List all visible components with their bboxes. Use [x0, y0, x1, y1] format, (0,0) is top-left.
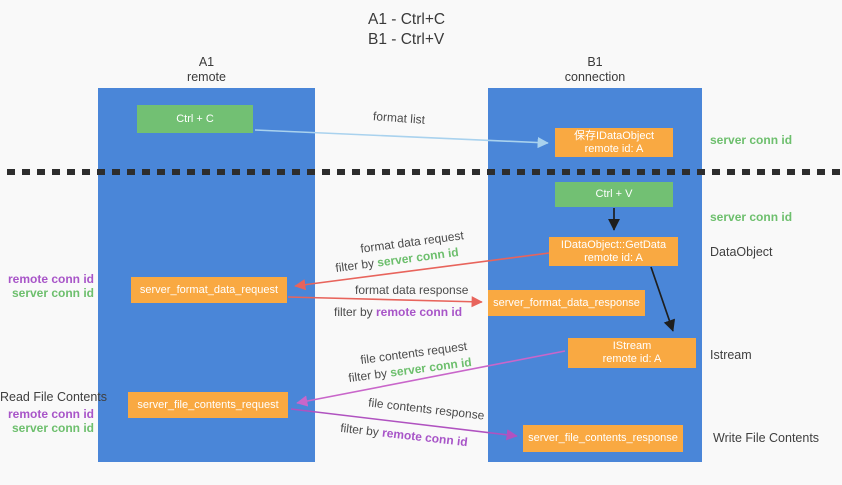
node-istream-line2: remote id: A: [602, 353, 662, 365]
arrow-format-data-request: [294, 252, 550, 291]
title-line-b1: B1 - Ctrl+V: [368, 31, 445, 48]
edge-label-format-data-response: format data response: [355, 283, 469, 297]
node-save-idataobject-line1: 保存IDataObject: [573, 129, 655, 142]
session-divider: [7, 169, 840, 175]
lane-a1-name: A1: [198, 55, 215, 69]
lane-b1-name: B1: [587, 55, 603, 69]
node-getdata-line1: IDataObject::GetData: [560, 238, 667, 251]
server-conn-id-label: server conn id: [11, 421, 94, 435]
node-server-file-contents-request: server_file_contents_request: [128, 392, 288, 418]
server-conn-id-label: server conn id: [11, 286, 94, 300]
node-server-file-contents-response-label: server_file_contents_response: [528, 432, 678, 444]
remote-conn-id-label: remote conn id: [7, 407, 94, 421]
server-conn-id-label: server conn id: [710, 133, 793, 147]
arrow-getdata-to-istream: [650, 266, 676, 332]
read-file-contents-label: Read File Contents: [0, 390, 108, 404]
write-file-contents-label: Write File Contents: [713, 431, 820, 445]
node-save-idataobject: 保存IDataObject remote id: A: [555, 128, 673, 157]
lane-a1-subtitle: remote: [187, 70, 226, 84]
node-ctrl-c-label: Ctrl + C: [176, 112, 214, 125]
filter-key-remote-conn-id: remote conn id: [376, 305, 463, 319]
arrow-file-contents-response: [290, 408, 518, 441]
node-istream-line1: IStream: [612, 340, 652, 352]
lane-header-a1: A1 remote: [98, 55, 315, 85]
node-getdata-line2: remote id: A: [584, 251, 643, 264]
node-ctrl-v-label: Ctrl + V: [595, 188, 633, 200]
title-line-a1: A1 - Ctrl+C: [368, 11, 446, 28]
filter-prefix: filter by: [334, 305, 377, 319]
node-idataobject-getdata: IDataObject::GetData remote id: A: [549, 237, 678, 266]
server-conn-id-label: server conn id: [710, 210, 793, 224]
node-server-file-contents-request-label: server_file_contents_request: [137, 398, 279, 411]
node-ctrl-c: Ctrl + C: [137, 105, 253, 133]
diagram-title: A1 - Ctrl+C B1 - Ctrl+V: [368, 10, 445, 50]
lane-header-b1: B1 connection: [488, 55, 702, 85]
lane-b1-subtitle: connection: [564, 70, 626, 84]
node-server-file-contents-response: server_file_contents_response: [523, 425, 683, 452]
node-save-idataobject-line2: remote id: A: [584, 142, 644, 155]
node-ctrl-v: Ctrl + V: [555, 182, 673, 207]
arrow-file-contents-request: [296, 350, 566, 407]
node-server-format-data-request-label: server_format_data_request: [139, 283, 279, 296]
arrow-format-data-response: [287, 296, 483, 308]
left-labels-bottom: Read File Contents remote conn id server…: [0, 390, 108, 435]
left-conn-id-labels-top: remote conn id server conn id: [0, 272, 94, 300]
dataobject-label: DataObject: [710, 245, 773, 259]
remote-conn-id-label: remote conn id: [7, 272, 94, 286]
edge-label-format-response-filter: filter by remote conn id: [334, 305, 462, 319]
node-server-format-data-response: server_format_data_response: [488, 290, 645, 316]
istream-label: Istream: [710, 348, 752, 362]
node-istream: IStream remote id: A: [568, 338, 696, 368]
node-server-format-data-request: server_format_data_request: [131, 277, 287, 303]
arrow-format-list: [254, 129, 549, 149]
node-server-format-data-response-label: server_format_data_response: [493, 296, 640, 309]
